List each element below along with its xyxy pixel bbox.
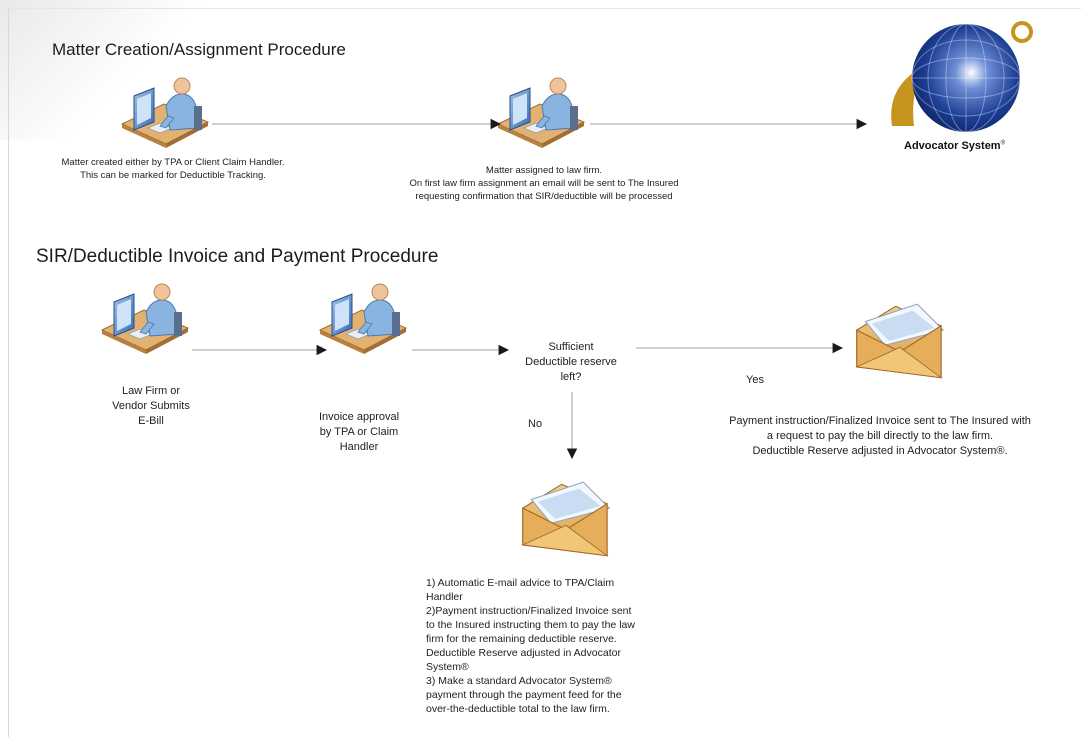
caption-line: Handler <box>339 441 379 453</box>
caption-line: requesting confirmation that SIR/deducti… <box>415 191 673 202</box>
yes-result-caption: Payment instruction/Finalized Invoice se… <box>688 414 1072 459</box>
caption-line: On first law firm assignment an email wi… <box>409 178 679 189</box>
caption-line: Payment instruction/Finalized Invoice se… <box>729 415 1031 427</box>
caption-line: over-the-deductible total to the law fir… <box>426 703 610 715</box>
caption-line: Law Firm or <box>121 385 181 397</box>
no-label: No <box>528 418 543 430</box>
caption-line: Handler <box>426 591 463 603</box>
caption-line: by TPA or Claim <box>319 426 399 438</box>
caption-line: E-Bill <box>138 415 164 427</box>
caption-line: payment through the payment feed for the <box>426 689 622 701</box>
caption-line: a request to pay the bill directly to th… <box>766 430 994 442</box>
caption-line: 3) Make a standard Advocator System® <box>426 675 612 687</box>
logo-text: Advocator System <box>904 140 1001 152</box>
no-result-caption: 1) Automatic E-mail advice to TPA/Claim … <box>426 576 716 716</box>
advocator-logo-label: Advocator System® <box>904 140 1005 152</box>
caption-line: Sufficient <box>548 341 594 353</box>
caption-line: 1) Automatic E-mail advice to TPA/Claim <box>426 577 615 589</box>
caption-line: left? <box>560 371 582 383</box>
invoice-payment-title: SIR/Deductible Invoice and Payment Proce… <box>36 246 439 267</box>
invoice-approval-caption: Invoice approval by TPA or Claim Handler <box>304 410 414 455</box>
caption-line: Deductible Reserve adjusted in Advocator… <box>752 445 1008 457</box>
caption-line: Invoice approval <box>318 411 400 423</box>
caption-line: Vendor Submits <box>112 400 190 412</box>
matter-creation-title: Matter Creation/Assignment Procedure <box>52 40 346 59</box>
caption-line: firm for the remaining deductible reserv… <box>426 633 617 645</box>
globe-logo-icon <box>891 21 1033 133</box>
logo-mark: ® <box>1000 140 1006 147</box>
yes-label: Yes <box>746 374 764 386</box>
caption-line: Matter assigned to law firm. <box>485 165 603 176</box>
matter-assigned-caption: Matter assigned to law firm. On first la… <box>348 164 740 203</box>
caption-line: Matter created either by TPA or Client C… <box>61 157 285 168</box>
page-edge <box>8 8 1081 737</box>
caption-line: 2)Payment instruction/Finalized Invoice … <box>426 605 632 617</box>
caption-line: Deductible reserve <box>525 356 617 368</box>
decision-text: Sufficient Deductible reserve left? <box>508 340 634 385</box>
caption-line: System® <box>426 661 469 673</box>
caption-line: Deductible Reserve adjusted in Advocator <box>426 647 621 659</box>
caption-line: to the Insured instructing them to pay t… <box>426 619 635 631</box>
caption-line: This can be marked for Deductible Tracki… <box>80 170 266 181</box>
matter-created-caption: Matter created either by TPA or Client C… <box>20 156 326 182</box>
law-firm-submits-caption: Law Firm or Vendor Submits E-Bill <box>96 384 206 429</box>
